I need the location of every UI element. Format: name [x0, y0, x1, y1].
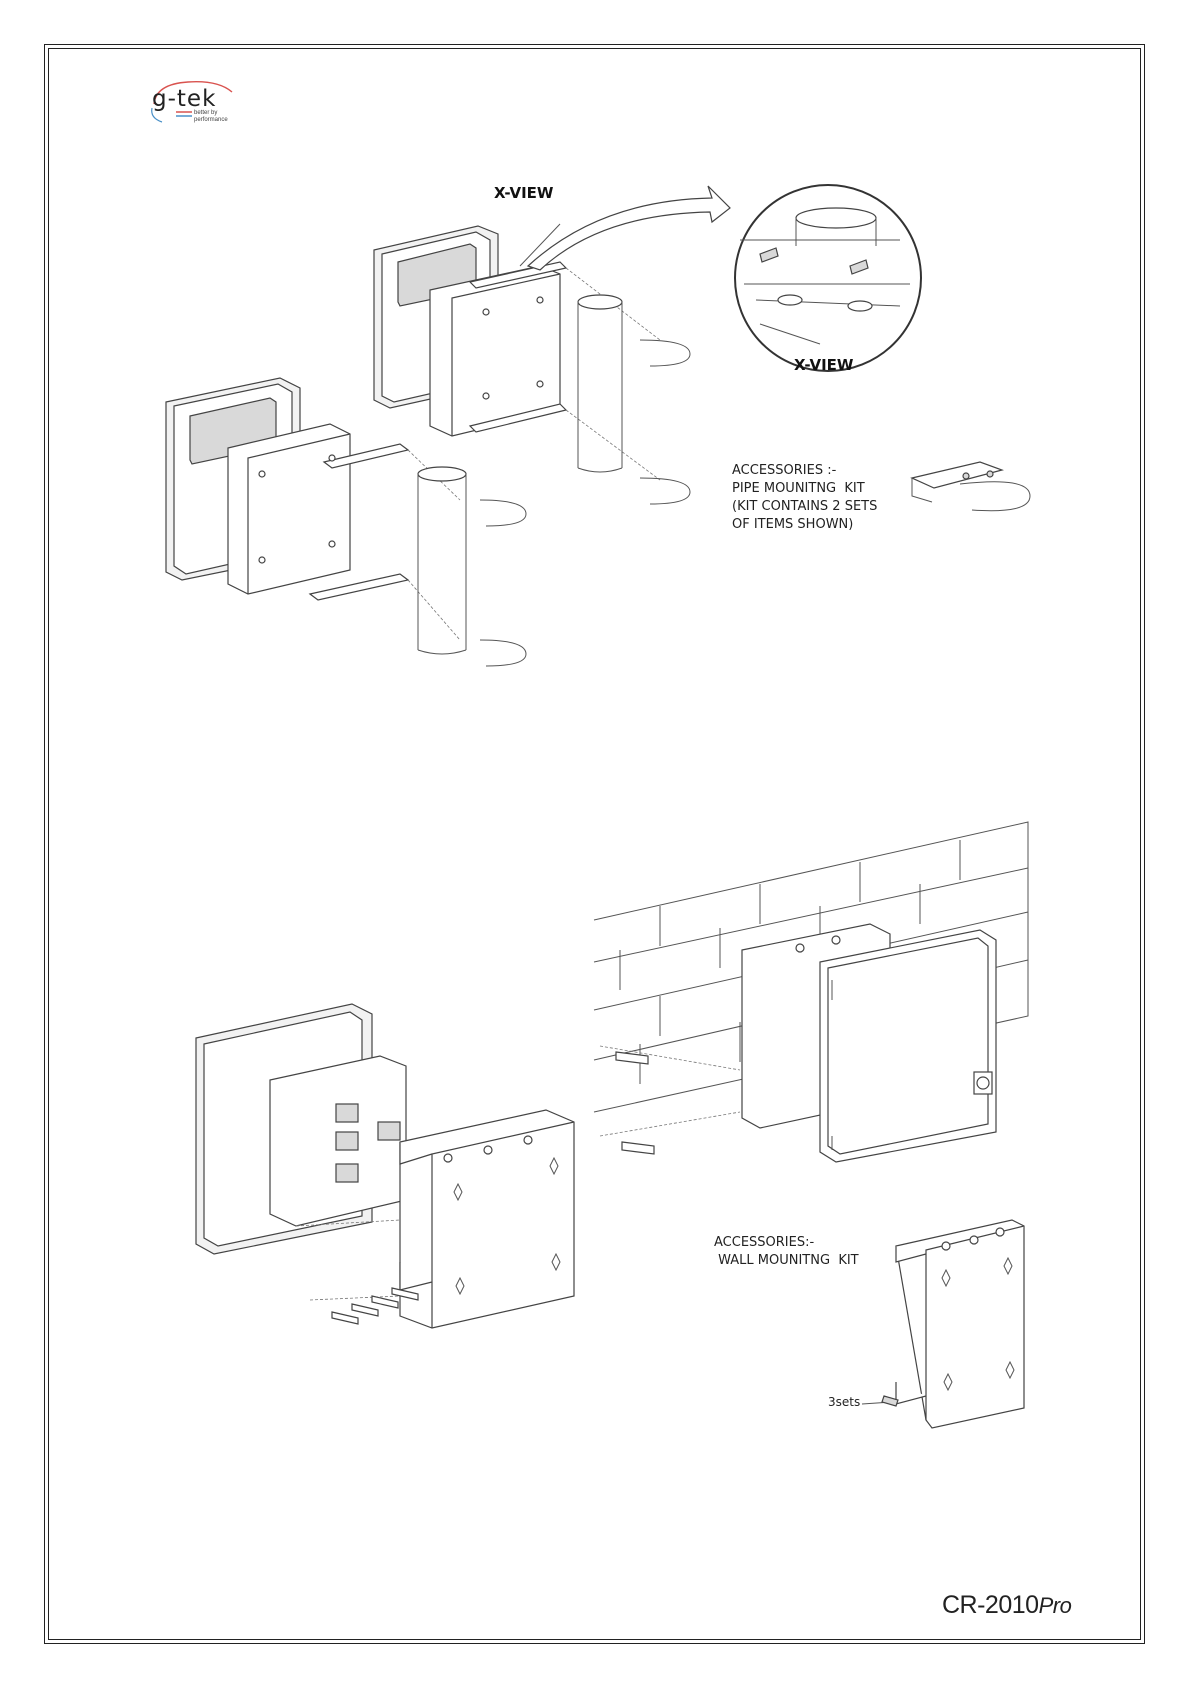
xview-detail-label: X-VIEW	[794, 356, 853, 374]
pipe-upper-enclosure	[374, 226, 660, 480]
model-suffix: Pro	[1039, 1593, 1072, 1618]
model-base: CR-2010	[942, 1591, 1039, 1619]
pipe-lower-enclosure	[166, 378, 460, 640]
pipe-lower	[418, 467, 526, 666]
pipe-upper	[578, 295, 690, 504]
pipe-kit-accessories-text: ACCESSORIES :- PIPE MOUNITNG KIT (KIT CO…	[732, 462, 877, 534]
xview-detail-circle	[735, 185, 921, 371]
xview-callout-label: X-VIEW	[494, 184, 553, 202]
wall-mounted-enclosure	[600, 924, 996, 1162]
sets-label: 3sets	[828, 1393, 860, 1411]
pipe-kit-accessory	[912, 462, 1030, 511]
wall-kit-accessories-text: ACCESSORIES:- WALL MOUNITNG KIT	[714, 1234, 859, 1270]
model-number: CR-2010Pro	[942, 1591, 1071, 1620]
wall-kit-accessory	[862, 1220, 1024, 1428]
